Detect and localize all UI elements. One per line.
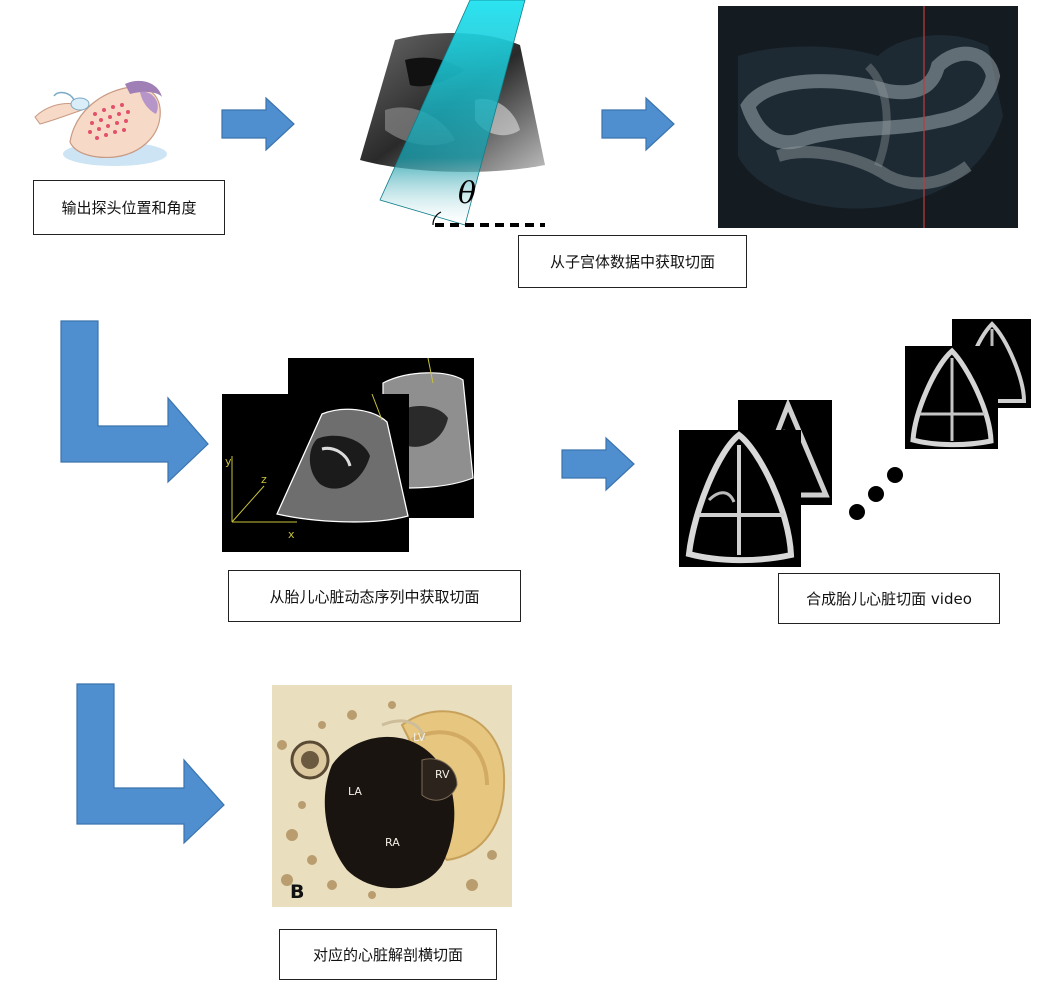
arrow-down-right-1 — [60, 320, 209, 484]
anatomy-la-label: LA — [348, 785, 362, 798]
arrow-down-right-2 — [76, 683, 225, 845]
axis-y-label: y — [225, 455, 232, 468]
probe-position-label: 输出探头位置和角度 — [33, 180, 225, 235]
anatomy-panel-letter: B — [290, 881, 305, 903]
axis-z-label: z — [261, 473, 267, 486]
sequence-slice-label: 从胎儿心脏动态序列中获取切面 — [228, 570, 521, 622]
arrow-right-1 — [221, 96, 295, 152]
uterus-slice-label: 从子宫体数据中获取切面 — [518, 235, 747, 288]
sequence-frame-front — [222, 394, 409, 552]
anatomy-label: 对应的心脏解剖横切面 — [279, 929, 497, 980]
anatomy-image: LV RV LA RA B — [272, 685, 512, 907]
theta-label: θ — [458, 176, 477, 211]
video-frame-1 — [679, 430, 801, 567]
anatomy-lv-label: LV — [413, 731, 426, 744]
extracted-slice-image — [718, 6, 1018, 228]
arrow-right-3 — [561, 436, 635, 492]
probe-on-belly-illustration — [34, 80, 167, 166]
arrow-right-2 — [601, 96, 675, 152]
anatomy-rv-label: RV — [435, 768, 450, 781]
uterus-volume-slicing-illustration — [360, 0, 545, 227]
axis-x-label: x — [288, 528, 295, 541]
video-frame-3 — [905, 346, 998, 449]
video-label: 合成胎儿心脏切面 video — [778, 573, 1000, 624]
anatomy-ra-label: RA — [385, 836, 400, 849]
ellipsis-dots-icon — [849, 467, 903, 520]
